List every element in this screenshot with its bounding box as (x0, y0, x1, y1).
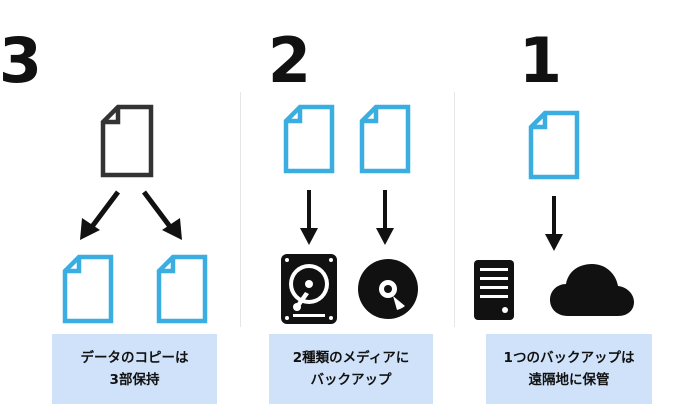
caption-box: データのコピーは 3部保持 (52, 334, 217, 404)
document-icon (62, 254, 114, 324)
document-icon (359, 104, 411, 174)
document-icon (528, 110, 580, 180)
arrow-down-icon (545, 196, 563, 251)
optical-disc-icon (358, 259, 418, 319)
document-icon (283, 104, 335, 174)
caption-line: 2種類のメディアに (292, 350, 410, 366)
step-number: 1 (518, 24, 563, 97)
step-number: 2 (267, 24, 312, 97)
caption-line: 遠隔地に保管 (528, 372, 610, 388)
column-divider (454, 92, 455, 327)
caption-box: 2種類のメディアに バックアップ (269, 334, 433, 404)
document-icon (156, 254, 208, 324)
caption-box: 1つのバックアップは 遠隔地に保管 (486, 334, 652, 404)
server-icon (474, 260, 514, 320)
arrow-down-left-icon (80, 190, 120, 240)
cloud-icon (550, 264, 634, 316)
column-three-copies: 3 データのコピーは 3部保持 (0, 0, 233, 420)
arrow-down-icon (300, 190, 318, 245)
caption-line: 1つのバックアップは (503, 350, 635, 366)
column-divider (240, 92, 241, 327)
caption-line: データのコピーは (80, 350, 189, 366)
arrow-down-icon (376, 190, 394, 245)
caption-line: バックアップ (310, 372, 392, 388)
column-one-offsite: 1 1つのバックアップは 遠隔地に保管 (466, 0, 699, 420)
caption-line: 3部保持 (109, 372, 160, 388)
document-icon (100, 104, 154, 178)
step-number: 3 (0, 24, 43, 97)
hard-drive-icon (281, 254, 337, 324)
arrow-down-right-icon (142, 190, 182, 240)
column-two-media: 2 2種類のメディアに バックアッ (233, 0, 466, 420)
